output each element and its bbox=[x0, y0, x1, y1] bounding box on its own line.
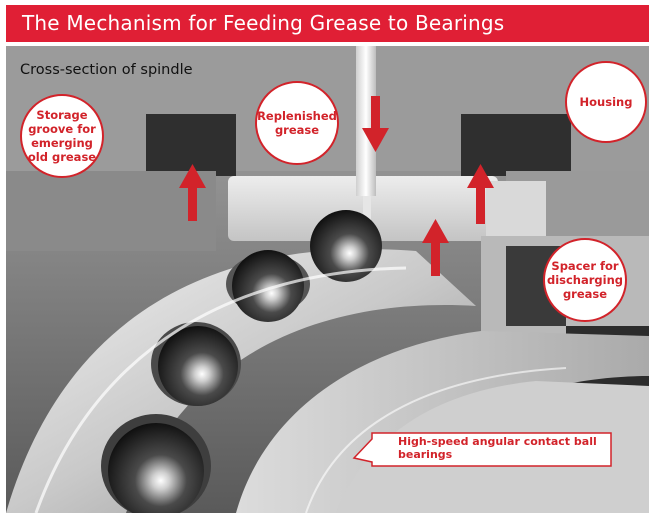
storage-groove-text: Storage groove for emerging old grease bbox=[27, 108, 97, 164]
title-bar: The Mechanism for Feeding Grease to Bear… bbox=[6, 5, 649, 42]
label-replenished-grease: Replenished grease bbox=[255, 81, 339, 165]
grease-flow-arrows bbox=[179, 96, 494, 276]
replenished-grease-text: Replenished grease bbox=[257, 109, 337, 137]
section-subtitle: Cross-section of spindle bbox=[20, 62, 193, 78]
spindle-cross-section-illustration: Cross-section of spindle Storage groove … bbox=[6, 46, 649, 513]
label-spacer: Spacer for discharging grease bbox=[543, 238, 627, 322]
label-bearings: High-speed angular contact ball bearings bbox=[398, 435, 597, 461]
label-housing: Housing bbox=[565, 61, 647, 143]
spacer-text: Spacer for discharging grease bbox=[546, 259, 624, 301]
label-storage-groove: Storage groove for emerging old grease bbox=[20, 94, 104, 178]
page-title: The Mechanism for Feeding Grease to Bear… bbox=[22, 11, 505, 35]
housing-text: Housing bbox=[579, 95, 633, 109]
